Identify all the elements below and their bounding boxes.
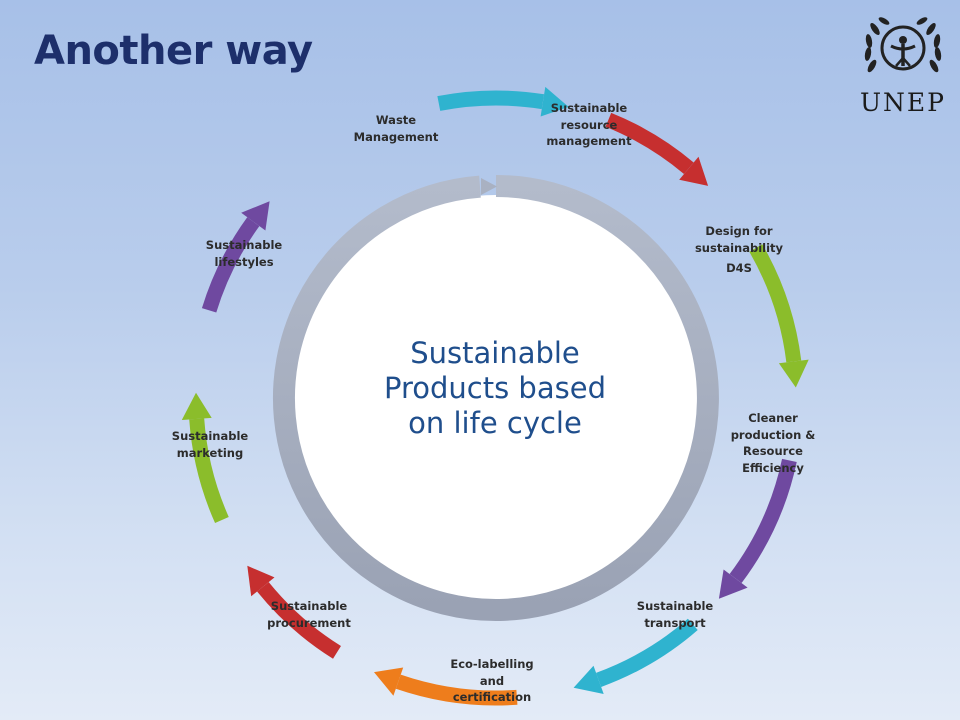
center-line-1: Sustainable: [410, 336, 580, 370]
stage-eco-labelling: Eco-labelling and certification: [450, 657, 534, 705]
stage-sustainable-transport: Sustainable transport: [636, 599, 714, 630]
arrow-ecolabel-to-procurement: [395, 674, 518, 706]
stage-design-abbreviation: D4S: [726, 261, 752, 276]
arrow-head-design-to-cleaner: [778, 359, 809, 388]
arrow-head-cleaner-to-transport: [718, 569, 748, 599]
arrow-waste-to-resource: [437, 90, 545, 111]
stage-sustainable-lifestyles: Sustainable lifestyles: [205, 238, 283, 269]
arrow-head-marketing-to-lifestyles: [181, 392, 212, 420]
arrow-head-ecolabel-to-procurement: [374, 667, 404, 696]
center-line-3: on life cycle: [408, 405, 582, 440]
stage-cleaner-production: Cleaner production & Resource Efficiency: [730, 411, 816, 476]
unep-logo-text: UNEP: [859, 88, 946, 117]
arrow-transport-to-ecolabel: [595, 618, 698, 687]
stage-sustainable-procurement: Sustainable procurement: [267, 599, 351, 630]
center-line-2: Products based: [384, 370, 606, 405]
arrow-design-to-cleaner: [749, 244, 802, 363]
arrow-cleaner-to-transport: [729, 458, 797, 584]
arrow-lifestyles-to-waste: [201, 217, 260, 313]
center-label: Sustainable Products based on life cycle: [345, 336, 645, 440]
stage-design-for-sustainability: Design for sustainability D4S: [694, 224, 784, 276]
stage-waste-management: Waste Management: [353, 113, 439, 144]
arrow-procurement-to-marketing: [257, 582, 342, 659]
unep-logo: UNEP: [858, 14, 948, 118]
center-disc: [293, 195, 699, 601]
arrow-head-lifestyles-to-waste: [241, 201, 270, 231]
stage-sustainable-resource-management: Sustainable resource management: [546, 101, 632, 149]
cycle-ring: [272, 175, 719, 621]
arrow-resource-to-design: [605, 112, 694, 174]
ring-arrow-head: [481, 178, 497, 195]
arrow-head-procurement-to-marketing: [247, 565, 275, 597]
slide-title: Another way: [34, 28, 313, 74]
arrow-head-transport-to-ecolabel: [573, 665, 604, 694]
arrow-head-resource-to-design: [679, 156, 709, 186]
unep-emblem-icon: [864, 17, 942, 73]
arrow-head-waste-to-resource: [540, 86, 569, 117]
stage-sustainable-marketing: Sustainable marketing: [171, 429, 249, 460]
arrow-marketing-to-lifestyles: [189, 418, 229, 524]
